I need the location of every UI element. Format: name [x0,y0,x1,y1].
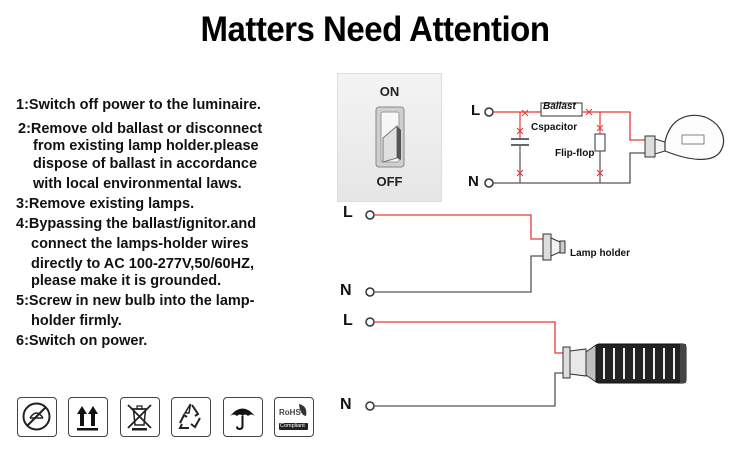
d3-live-terminal [365,317,375,327]
d3-neutral-wire [374,372,563,407]
rohs-compliant-icon: RoHS Compliant [274,397,314,437]
recycle-icon [171,397,211,437]
d1-live-terminal [484,107,494,117]
diagram-ballast-circuit [484,102,725,188]
step-4-line-2: connect the lamps-holder wires [31,236,249,252]
d2-live-wire [374,214,543,240]
step-3-line-1: 3:Remove existing lamps. [16,196,195,212]
diagram-lamp-holder [365,210,566,297]
step-2-line-4: with local environmental laws. [33,176,242,192]
d2-live-label: L [343,204,353,221]
d3-led-corn-bulb-icon [562,343,687,384]
d1-neutral-label: N [468,173,479,190]
switch-toggle-icon [375,106,405,168]
page-title: Matters Need Attention [200,8,550,49]
no-dimmer-icon [17,397,57,437]
d3-neutral-label: N [340,396,352,413]
d1-flipflop-box [594,133,606,152]
instruction-steps: 1:Switch off power to the luminaire. 2:R… [0,0,330,360]
step-4-line-3: directly to AC 100-277V,50/60HZ, [31,256,254,272]
step-2-line-2: from existing lamp holder.please [33,138,259,154]
step-4-line-1: 4:Bypassing the ballast/ignitor.and [16,216,257,232]
step-1-line-1: 1:Switch off power to the luminaire. [16,97,261,113]
d1-capacitor-label: Cspacitor [531,122,578,133]
d1-hid-bulb-icon [664,114,725,160]
step-6-line-1: 6:Switch on power. [16,333,148,349]
d2-neutral-wire [374,255,543,293]
step-2-line-3: dispose of ballast in accordance [33,156,258,172]
d1-flipflop-label: Flip-flop [555,148,595,159]
step-4-line-4: please make it is grounded. [31,273,222,289]
d2-neutral-label: N [340,282,352,299]
d2-live-terminal [365,210,375,220]
step-5-line-1: 5:Screw in new bulb into the lamp- [16,293,255,309]
d2-neutral-terminal [365,287,375,297]
rohs-label: RoHS [279,408,301,417]
d1-ballast-box [540,102,583,117]
no-trash-bin-icon [120,397,160,437]
switch-off-label: OFF [376,174,403,189]
d1-ballast-label: Ballast [543,101,576,112]
diagram-led-bulb [365,317,687,411]
d2-lamp-holder-icon [542,233,566,261]
d1-neutral-wire [493,152,645,184]
d1-neutral-terminal [484,178,494,188]
d3-live-wire [374,321,563,354]
d3-neutral-terminal [365,401,375,411]
step-5-line-2: holder firmly. [31,313,122,329]
d1-live-label: L [471,102,481,119]
rohs-sub-label: Compliant [280,423,305,429]
d3-live-label: L [343,312,353,329]
d2-lamp-holder-label: Lamp holder [570,248,631,259]
step-2-line-1: 2:Remove old ballast or disconnect [18,121,263,137]
switch-on-label: ON [379,84,400,99]
this-way-up-icon [68,397,108,437]
keep-dry-umbrella-icon [223,397,263,437]
d1-socket [644,135,656,158]
wall-switch: ON OFF [337,73,442,202]
d1-live-wire-b [583,111,645,141]
d1-cut-marks [516,108,604,177]
